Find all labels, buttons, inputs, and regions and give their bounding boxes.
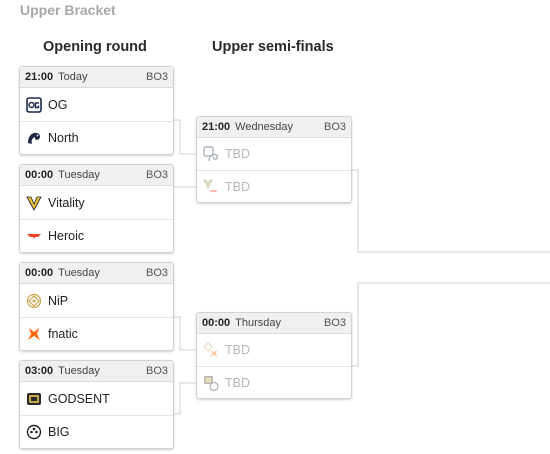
match-format: BO3 [145,71,168,83]
match-time: 00:00 [25,169,54,181]
match-time: 03:00 [25,365,54,377]
connector-line [173,316,196,351]
match-header: 21:00 Today BO3 [20,67,173,88]
team-row[interactable]: OG [20,88,173,121]
og-logo-icon [26,96,42,113]
team-row[interactable]: GODSENT [20,382,173,415]
match-card[interactable]: 00:00 Thursday BO3 TBD TBD [196,312,352,399]
team-row[interactable]: fnatic [20,317,173,350]
team-name: BIG [48,425,70,439]
godsent-logo-icon [27,392,41,405]
team-name: OG [48,97,68,112]
match-card[interactable]: 03:00 Tuesday BO3 GODSENT BIG [19,360,174,449]
match-format: BO3 [323,121,346,133]
match-time: 21:00 [202,121,231,133]
north-logo-icon [28,132,41,144]
match-time: 21:00 [25,71,54,83]
match-day: Tuesday [58,169,100,181]
match-time: 00:00 [202,317,231,329]
match-day: Thursday [235,317,281,329]
nip-logo-icon [26,293,42,308]
match-card[interactable]: 21:00 Today BO3 OG North [19,66,174,155]
connector-line [173,119,196,155]
match-format: BO3 [145,365,168,377]
match-day: Tuesday [58,365,100,377]
team-row[interactable]: Heroic [20,219,173,252]
match-day: Today [58,71,88,83]
match-day: Wednesday [235,121,294,133]
team-row[interactable]: Vitality [20,186,173,219]
vitality-logo-icon [26,196,42,211]
big-logo-icon [26,424,42,440]
match-card[interactable]: 00:00 Tuesday BO3 Vitality Heroic [19,164,174,253]
match-card[interactable]: 21:00 Wednesday BO3 TBD TBD [196,116,352,203]
team-name-tbd: TBD [225,179,250,194]
round-title-semifinals: Upper semi-finals [212,39,334,55]
heroic-logo-icon [27,234,41,239]
match-format: BO3 [323,317,346,329]
connector-line [173,382,196,415]
nip-fnatic-logos-icon [203,342,218,357]
match-header: 21:00 Wednesday BO3 [197,117,351,138]
vitality-heroic-logos-icon [203,179,218,193]
round-title-opening: Opening round [43,39,147,55]
match-card[interactable]: 00:00 Tuesday BO3 NiP fnatic [19,262,174,351]
team-name: Vitality [48,195,85,210]
match-header: 03:00 Tuesday BO3 [20,361,173,382]
connector-line [351,169,550,253]
match-time: 00:00 [25,267,54,279]
connector-line [351,282,550,367]
match-day: Tuesday [58,267,100,279]
team-name: NiP [48,293,69,308]
team-name-tbd: TBD [225,375,250,390]
match-format: BO3 [145,169,168,181]
match-header: 00:00 Tuesday BO3 [20,165,173,186]
match-header: 00:00 Thursday BO3 [197,313,351,334]
team-row[interactable]: TBD [197,170,351,202]
team-row[interactable]: TBD [197,366,351,398]
team-row[interactable]: TBD [197,138,351,170]
team-name: GODSENT [48,391,110,406]
og-north-logos-icon [203,146,219,162]
team-row[interactable]: North [20,121,173,154]
team-name-tbd: TBD [225,343,250,357]
match-format: BO3 [145,267,168,279]
team-row[interactable]: TBD [197,334,351,366]
team-name: Heroic [48,229,85,243]
godsent-big-logos-icon [204,375,219,391]
team-name: North [48,131,79,145]
team-row[interactable]: BIG [20,415,173,448]
team-name-tbd: TBD [225,147,250,161]
team-name: fnatic [48,327,78,341]
match-header: 00:00 Tuesday BO3 [20,263,173,284]
section-title: Upper Bracket [20,2,116,18]
fnatic-logo-icon [28,328,40,340]
team-row[interactable]: NiP [20,284,173,317]
